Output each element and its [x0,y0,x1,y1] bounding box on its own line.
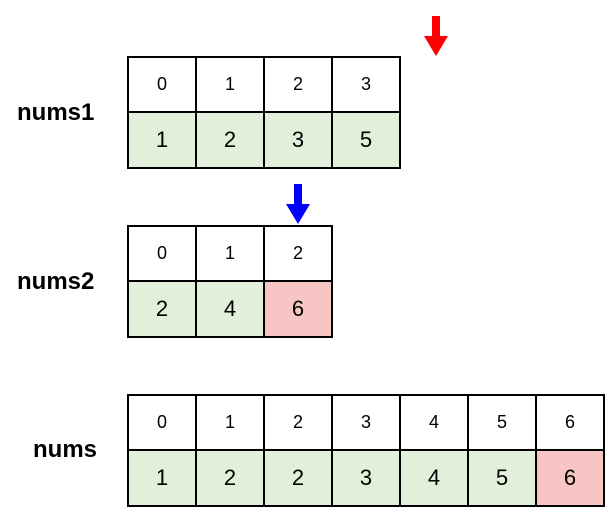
index-cell: 0 [129,227,197,282]
nums2-label: nums2 [17,268,95,295]
index-cell: 3 [333,396,401,451]
index-cell: 2 [265,227,333,282]
value-cell-highlighted: 6 [265,282,333,338]
value-cell: 1 [129,113,197,169]
nums1-label: nums1 [17,99,95,126]
index-cell: 2 [265,396,333,451]
value-cell: 5 [469,451,537,507]
nums2-pointer-arrow [286,184,310,224]
index-cell: 6 [537,396,605,451]
value-cell: 2 [197,451,265,507]
index-cell: 0 [129,396,197,451]
value-cell: 3 [333,451,401,507]
value-cell-highlighted: 6 [537,451,605,507]
index-cell: 1 [197,58,265,113]
value-cell: 4 [401,451,469,507]
value-cell: 5 [333,113,401,169]
index-cell: 3 [333,58,401,113]
nums-label: nums [33,436,98,463]
value-cell: 2 [265,451,333,507]
value-cell: 4 [197,282,265,338]
index-cell: 0 [129,58,197,113]
value-cell: 2 [197,113,265,169]
value-cell: 1 [129,451,197,507]
index-cell: 2 [265,58,333,113]
value-cell: 3 [265,113,333,169]
index-cell: 4 [401,396,469,451]
index-cell: 1 [197,227,265,282]
value-cell: 2 [129,282,197,338]
index-cell: 5 [469,396,537,451]
index-cell: 1 [197,396,265,451]
nums1-pointer-arrow [424,16,448,56]
